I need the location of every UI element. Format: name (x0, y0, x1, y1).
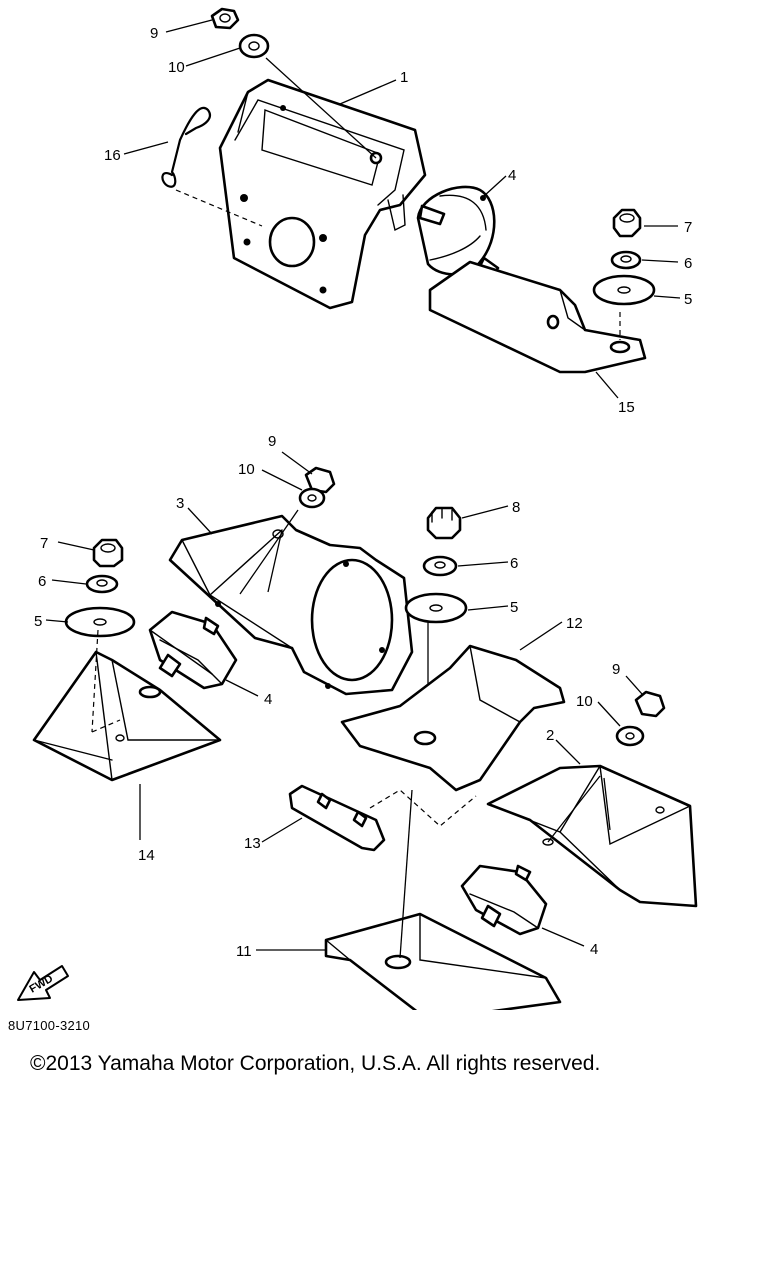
callout-7-left: 7 (40, 535, 48, 552)
callout-10-mid: 10 (238, 461, 255, 478)
callout-9-right: 9 (612, 661, 620, 678)
part-14-bracket (32, 650, 222, 782)
part-11-plate (324, 912, 562, 1010)
callout-14: 14 (138, 847, 155, 864)
part-9-nut-top (210, 7, 240, 30)
callout-5-left: 5 (34, 613, 42, 630)
callout-leaders (45, 19, 681, 951)
part-10-washer-mid (298, 487, 326, 509)
callout-13: 13 (244, 835, 261, 852)
copyright-notice: ©2013 Yamaha Motor Corporation, U.S.A. A… (30, 1052, 601, 1075)
callout-9-mid: 9 (268, 433, 276, 450)
part-4-mount-top (416, 185, 500, 278)
callout-6-right: 6 (510, 555, 518, 572)
callout-7-top: 7 (684, 219, 692, 236)
callout-2: 2 (546, 727, 554, 744)
callout-6-left: 6 (38, 573, 46, 590)
callout-4-top: 4 (508, 167, 516, 184)
callout-15: 15 (618, 399, 635, 416)
callout-1: 1 (400, 69, 408, 86)
part-6-lockwasher-right (422, 555, 458, 577)
part-8-castle-nut (426, 506, 462, 540)
part-6-lockwasher-top (610, 250, 642, 270)
part-5-washer-top (592, 274, 656, 306)
fwd-arrow-icon: FWD (17, 965, 69, 1001)
part-12-plate (340, 644, 566, 792)
part-15-plate (428, 260, 647, 374)
part-10-washer-top (238, 33, 270, 59)
part-6-lockwasher-left (85, 574, 119, 594)
callout-16: 16 (104, 147, 121, 164)
callout-9-top: 9 (150, 25, 158, 42)
diagram-code: 8U7100-3210 (8, 1018, 91, 1033)
part-13-pad (288, 784, 386, 852)
callout-6-top: 6 (684, 255, 692, 272)
part-9-nut-right (634, 690, 666, 718)
exploded-parts-diagram: FWD 9 10 1 16 4 7 6 (17, 7, 698, 1010)
part-5-washer-right (404, 592, 468, 624)
part-1-bracket (218, 78, 427, 310)
part-10-washer-right (615, 725, 645, 747)
callout-10-right: 10 (576, 693, 593, 710)
callout-5-top: 5 (684, 291, 692, 308)
callout-4-right: 4 (590, 941, 598, 958)
part-16-clip (161, 106, 212, 188)
callout-numbers: 9 10 1 16 4 7 6 5 15 9 10 3 7 6 5 4 14 8… (34, 25, 692, 960)
callout-3: 3 (176, 495, 184, 512)
part-7-nut-left (92, 538, 124, 568)
callout-12: 12 (566, 615, 583, 632)
callout-4-left: 4 (264, 691, 272, 708)
callout-8: 8 (512, 499, 520, 516)
callout-10-top: 10 (168, 59, 185, 76)
callout-11: 11 (236, 943, 252, 960)
part-3-bracket (168, 514, 414, 696)
part-4-mount-left (148, 610, 238, 690)
callout-5-right: 5 (510, 599, 518, 616)
part-2-bracket (486, 764, 698, 908)
part-4-mount-right (460, 864, 548, 936)
part-5-washer-left (64, 606, 136, 638)
part-7-nut-top (612, 208, 642, 238)
